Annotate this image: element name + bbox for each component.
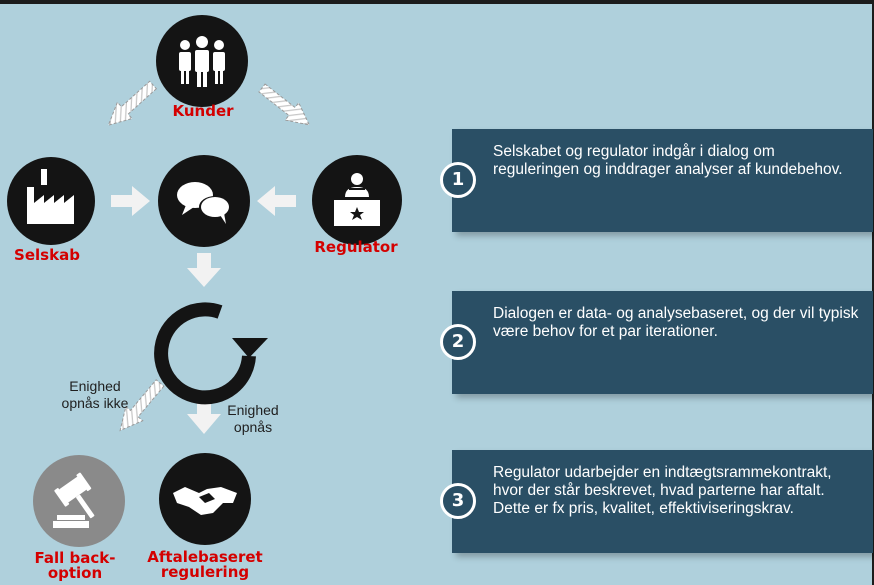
step-box-2: 2 Dialogen er data- og analysebaseret, o… (440, 291, 873, 394)
no-agreement-note: Enighed opnås ikke (61, 378, 129, 411)
step-number-1: 1 (440, 162, 476, 198)
arrow-cycle-to-aftale (187, 398, 221, 434)
step-box-3: 3 Regulator udarbejder en indtægtsrammek… (440, 450, 873, 553)
selskab-node (7, 157, 95, 245)
arrow-regulator-to-dialog (257, 186, 296, 216)
regulator-label: Regulator (314, 238, 398, 256)
gavel-icon (53, 472, 95, 528)
kunder-node (156, 15, 248, 107)
factory-icon (27, 169, 74, 224)
regulator-node (312, 155, 402, 245)
step-text-2: Dialogen er data- og analysebaseret, og … (493, 305, 859, 340)
step-text-1: Selskabet og regulator indgår i dialog o… (493, 143, 843, 178)
arrow-cycle-to-fallback (119, 379, 165, 432)
right-border (872, 0, 874, 585)
kunder-label: Kunder (172, 102, 234, 120)
arrow-dialog-to-cycle (187, 253, 221, 287)
top-border (0, 0, 874, 4)
step-box-1: 1 Selskabet og regulator indgår i dialog… (440, 129, 873, 232)
regulator-desk-icon (334, 173, 380, 226)
arrow-selskab-to-dialog (111, 186, 150, 216)
people-icon (179, 36, 225, 87)
handshake-icon (173, 487, 237, 515)
iteration-cycle-icon (154, 302, 268, 405)
aftale-label: Aftalebaseret regulering (147, 548, 263, 581)
selskab-label: Selskab (14, 246, 80, 264)
step-text-3: Regulator udarbejder en indtægtsrammekon… (493, 464, 832, 517)
step-number-3: 3 (440, 483, 476, 519)
arrow-kunder-to-selskab (107, 80, 158, 126)
step-number-2: 2 (440, 324, 476, 360)
agreement-note: Enighed opnås (227, 402, 279, 435)
fallback-label: Fall back- option (34, 549, 116, 582)
arrow-kunder-to-regulator (258, 83, 311, 126)
aftale-node (159, 453, 251, 545)
dialog-node (158, 155, 250, 247)
speech-bubbles-icon (177, 182, 231, 224)
fallback-node (33, 455, 125, 547)
